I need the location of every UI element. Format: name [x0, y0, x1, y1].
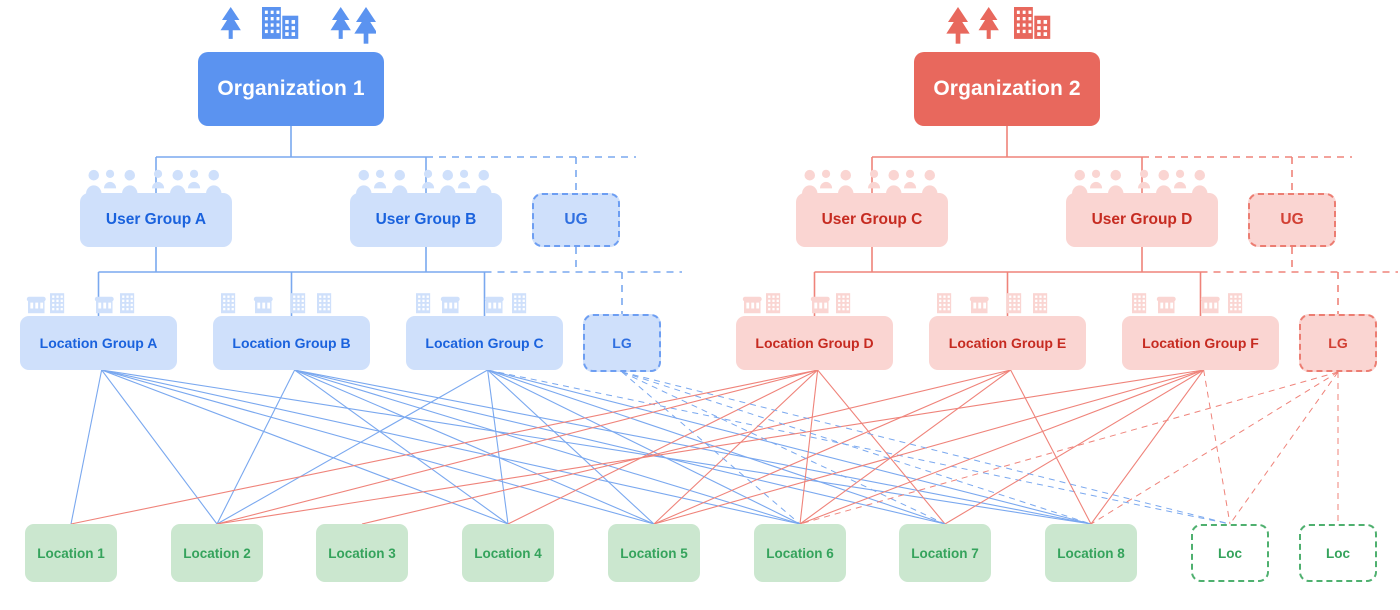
location-group-box-f[interactable]: Location Group F [1122, 316, 1279, 370]
location-group-ghost-1-label: LG [612, 335, 632, 351]
user-group-ghost-1-label: UG [564, 211, 588, 228]
location-group-box-a-label: Location Group A [39, 335, 158, 351]
location-group-box-c-label: Location Group C [425, 335, 544, 351]
user-group-box-d[interactable]: User Group D [1066, 193, 1218, 247]
location-group-box-f-label: Location Group F [1142, 335, 1259, 351]
location-group-box-d-label: Location Group D [755, 335, 874, 351]
location-group-ghost-2[interactable]: LG [1299, 314, 1377, 372]
location-box-6-label: Location 6 [766, 545, 834, 561]
user-group-ghost-1[interactable]: UG [532, 193, 620, 247]
location-box-1-label: Location 1 [37, 545, 105, 561]
user-group-box-d-label: User Group D [1091, 211, 1193, 228]
user-group-ghost-2-label: UG [1280, 211, 1304, 228]
location-box-4-label: Location 4 [474, 545, 542, 561]
organization-box-2[interactable]: Organization 2 [914, 52, 1100, 126]
location-box-6[interactable]: Location 6 [754, 524, 846, 582]
location-ghost-1[interactable]: Loc [1191, 524, 1269, 582]
location-box-4[interactable]: Location 4 [462, 524, 554, 582]
location-box-7-label: Location 7 [911, 545, 979, 561]
location-group-ghost-2-label: LG [1328, 335, 1348, 351]
user-group-box-c[interactable]: User Group C [796, 193, 948, 247]
organization-box-1[interactable]: Organization 1 [198, 52, 384, 126]
user-group-box-a[interactable]: User Group A [80, 193, 232, 247]
location-box-1[interactable]: Location 1 [25, 524, 117, 582]
location-group-box-b[interactable]: Location Group B [213, 316, 370, 370]
location-box-5[interactable]: Location 5 [608, 524, 700, 582]
location-box-2[interactable]: Location 2 [171, 524, 263, 582]
organization-box-2-label: Organization 2 [933, 77, 1081, 100]
location-ghost-2[interactable]: Loc [1299, 524, 1377, 582]
location-group-box-a[interactable]: Location Group A [20, 316, 177, 370]
location-box-8-label: Location 8 [1057, 545, 1125, 561]
user-group-ghost-2[interactable]: UG [1248, 193, 1336, 247]
location-box-3[interactable]: Location 3 [316, 524, 408, 582]
location-group-box-d[interactable]: Location Group D [736, 316, 893, 370]
location-group-box-b-label: Location Group B [232, 335, 351, 351]
location-box-2-label: Location 2 [183, 545, 251, 561]
location-group-box-e[interactable]: Location Group E [929, 316, 1086, 370]
user-group-box-b[interactable]: User Group B [350, 193, 502, 247]
user-group-box-b-label: User Group B [375, 211, 477, 228]
location-box-5-label: Location 5 [620, 545, 688, 561]
organization-box-1-label: Organization 1 [217, 77, 365, 100]
location-group-box-c[interactable]: Location Group C [406, 316, 563, 370]
location-box-3-label: Location 3 [328, 545, 396, 561]
location-box-7[interactable]: Location 7 [899, 524, 991, 582]
location-box-8[interactable]: Location 8 [1045, 524, 1137, 582]
location-group-box-e-label: Location Group E [948, 335, 1067, 351]
user-group-box-c-label: User Group C [821, 211, 923, 228]
location-ghost-2-label: Loc [1325, 545, 1350, 561]
user-group-box-a-label: User Group A [105, 211, 207, 228]
location-group-ghost-1[interactable]: LG [583, 314, 661, 372]
location-ghost-1-label: Loc [1217, 545, 1242, 561]
